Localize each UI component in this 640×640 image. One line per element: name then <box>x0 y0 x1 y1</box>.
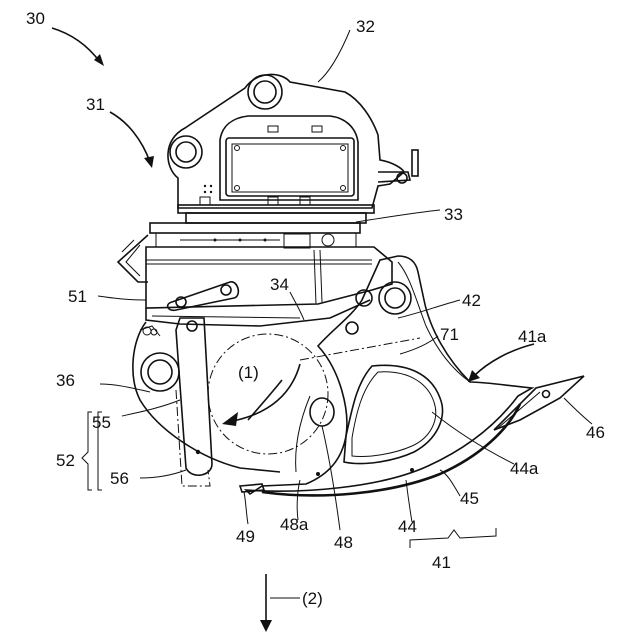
label-55: 55 <box>92 413 111 432</box>
ripper-tooth <box>494 376 584 430</box>
label-30: 30 <box>26 9 45 28</box>
label-49: 49 <box>236 527 255 546</box>
label-41: 41 <box>432 553 451 572</box>
label-31: 31 <box>86 95 105 114</box>
label-71: 71 <box>440 325 459 344</box>
label-44a: 44a <box>510 459 539 478</box>
label-56: 56 <box>110 469 129 488</box>
label-51: 51 <box>68 287 87 306</box>
label-52: 52 <box>56 451 75 470</box>
swivel-plate <box>150 197 374 248</box>
mounting-bracket <box>168 74 418 208</box>
label-36: 36 <box>56 371 75 390</box>
label-direction-1: (1) <box>238 363 259 382</box>
label-41a: 41a <box>518 327 547 346</box>
label-32: 32 <box>356 17 375 36</box>
label-34: 34 <box>270 275 289 294</box>
label-48: 48 <box>334 533 353 552</box>
direction-1-arrow <box>222 364 300 426</box>
label-direction-2: (2) <box>302 589 323 608</box>
label-46: 46 <box>586 423 605 442</box>
direction-2-arrow <box>260 574 272 632</box>
label-33: 33 <box>444 205 463 224</box>
main-frame <box>118 235 392 326</box>
leader-lines <box>52 28 592 598</box>
label-45: 45 <box>460 489 479 508</box>
swing-arm <box>176 318 212 486</box>
rotation-path <box>208 334 420 454</box>
drive-housing <box>133 322 280 472</box>
label-42: 42 <box>462 291 481 310</box>
reference-numerals: 30 31 32 33 34 36 41 41a 42 44 44a 45 46… <box>26 9 605 608</box>
label-44: 44 <box>398 517 417 536</box>
label-48a: 48a <box>280 515 309 534</box>
